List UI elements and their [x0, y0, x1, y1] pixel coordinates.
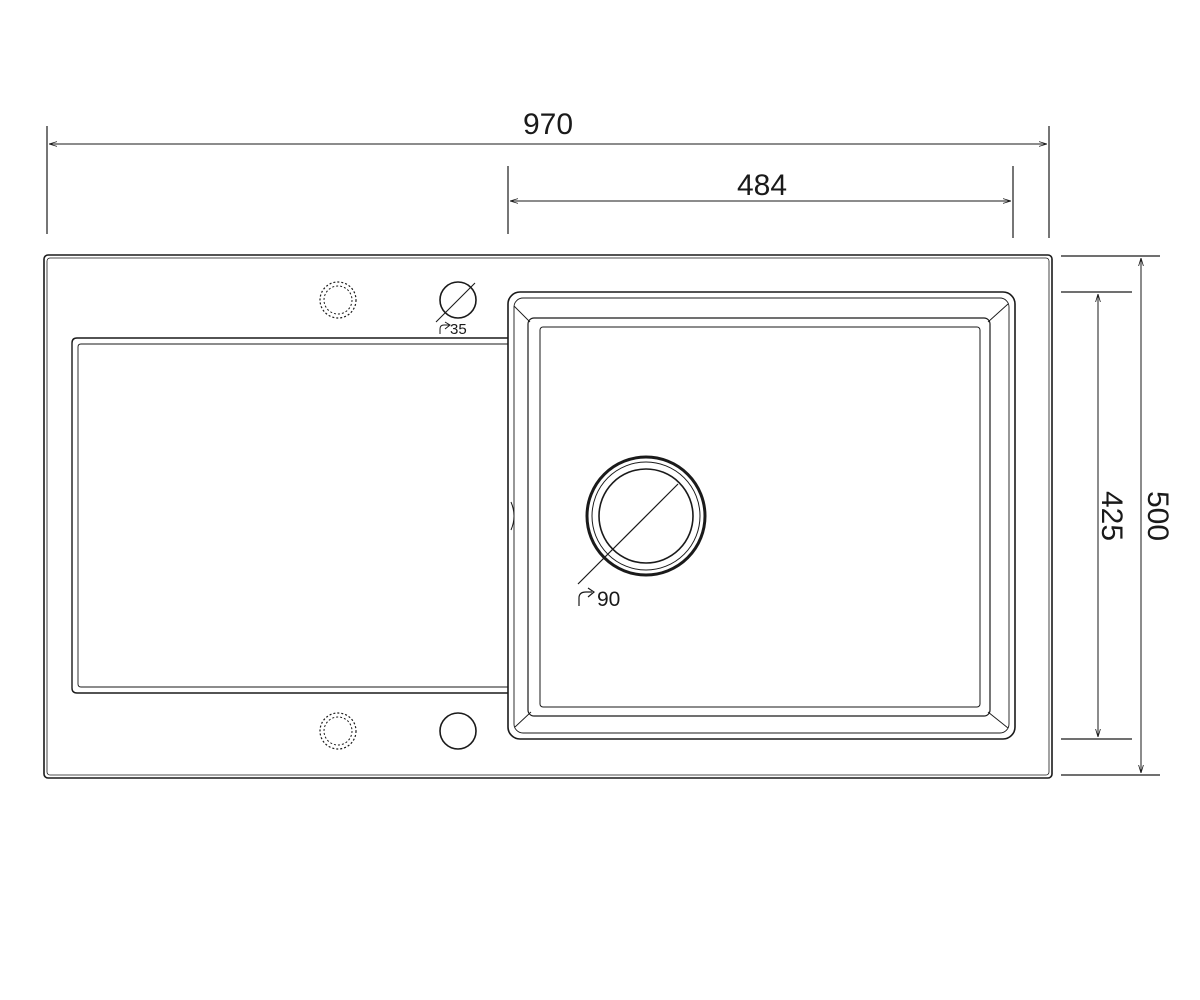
bowl-floor-outer: [527, 317, 991, 717]
bowl-width-label: 484: [737, 169, 787, 202]
bowl-corner-bl: [514, 711, 532, 728]
bowl-width-dimension: 484: [507, 166, 1014, 238]
tap-hole-circle: [439, 281, 477, 319]
bowl-floor-inner: [539, 326, 981, 708]
optional-hole-top: [319, 281, 357, 319]
bowl-depth-label: 425: [1095, 491, 1128, 541]
bowl-depth-dimension: 425: [1061, 291, 1132, 740]
bowl-outer-rim: [507, 291, 1016, 740]
drain-diameter-label: 90: [597, 588, 620, 611]
drain-leader-line: [577, 483, 679, 585]
tap-hole: 35: [435, 281, 477, 338]
drain-inner-ring: [598, 468, 694, 564]
bowl-corner-br: [987, 711, 1009, 729]
drainer-inner: [77, 343, 508, 688]
lower-hole: [439, 712, 477, 750]
drain-outlet: 90: [577, 455, 707, 611]
sink-outline: [43, 254, 1053, 779]
overall-depth-dimension: 500: [1061, 255, 1174, 776]
sink-bowl: [507, 291, 1016, 740]
overall-width-dimension: 970: [46, 108, 1050, 238]
optional-hole-bottom: [319, 712, 357, 750]
sink-outer-edge: [43, 254, 1053, 779]
tap-hole-leader-line: [435, 282, 476, 323]
drain-ring-2: [591, 461, 701, 571]
drainer-outer: [71, 337, 508, 694]
overall-depth-label: 500: [1141, 491, 1174, 541]
bowl-corner-tl: [513, 305, 531, 323]
diameter-icon: [578, 587, 596, 606]
bowl-rim-inner: [513, 297, 1010, 734]
drainer-board: [71, 337, 515, 694]
drain-outer-ring: [585, 455, 707, 577]
bowl-corner-tr: [987, 303, 1009, 323]
tap-hole-diameter-label: 35: [450, 321, 467, 338]
sink-inner-edge: [46, 257, 1050, 776]
diameter-icon: [439, 321, 451, 334]
overall-width-label: 970: [523, 108, 573, 141]
